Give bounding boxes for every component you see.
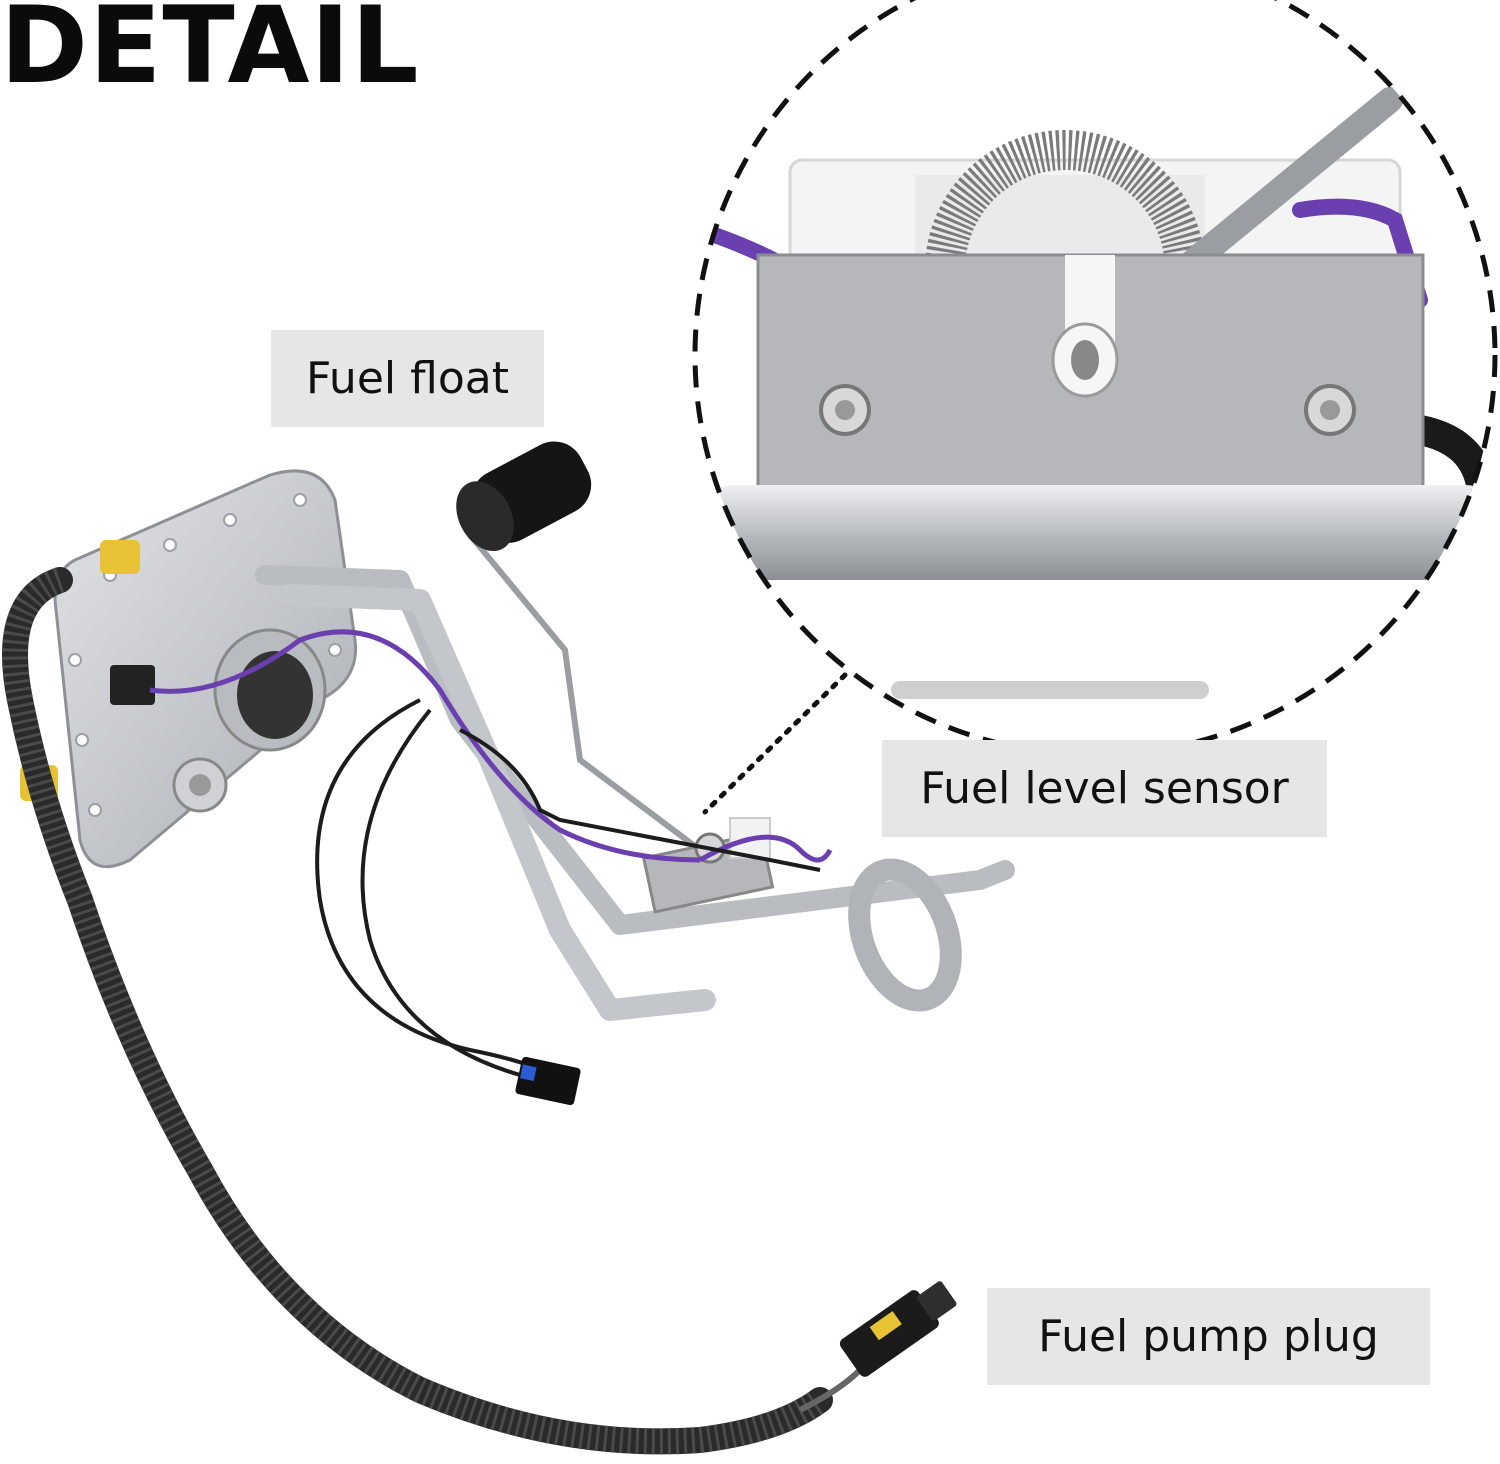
zoom-detail-circle — [692, 0, 1498, 758]
sensor-connector — [515, 1056, 581, 1106]
fuel-sending-unit — [2, 441, 1015, 1455]
callout-fuel-level-sensor: Fuel level sensor — [882, 740, 1327, 837]
resistor-card — [925, 130, 1205, 271]
supply-tube — [279, 584, 716, 1021]
float-arm — [467, 533, 702, 853]
black-wire — [315, 698, 541, 1072]
return-tube — [255, 565, 1015, 935]
leader-line — [702, 672, 848, 815]
callout-fuel-float: Fuel float — [271, 330, 544, 427]
fuel-tube — [695, 485, 1495, 580]
callout-fuel-pump-plug: Fuel pump plug — [987, 1288, 1430, 1385]
strainer-ring — [848, 858, 962, 1012]
purple-wire — [149, 629, 701, 863]
fuel-float — [456, 441, 592, 552]
float-rod — [1182, 87, 1403, 273]
fuel-pump-plug — [839, 1281, 957, 1377]
plate-connector — [110, 665, 155, 705]
yellow-fitting — [100, 540, 140, 574]
page-title: DETAIL — [0, 0, 420, 107]
